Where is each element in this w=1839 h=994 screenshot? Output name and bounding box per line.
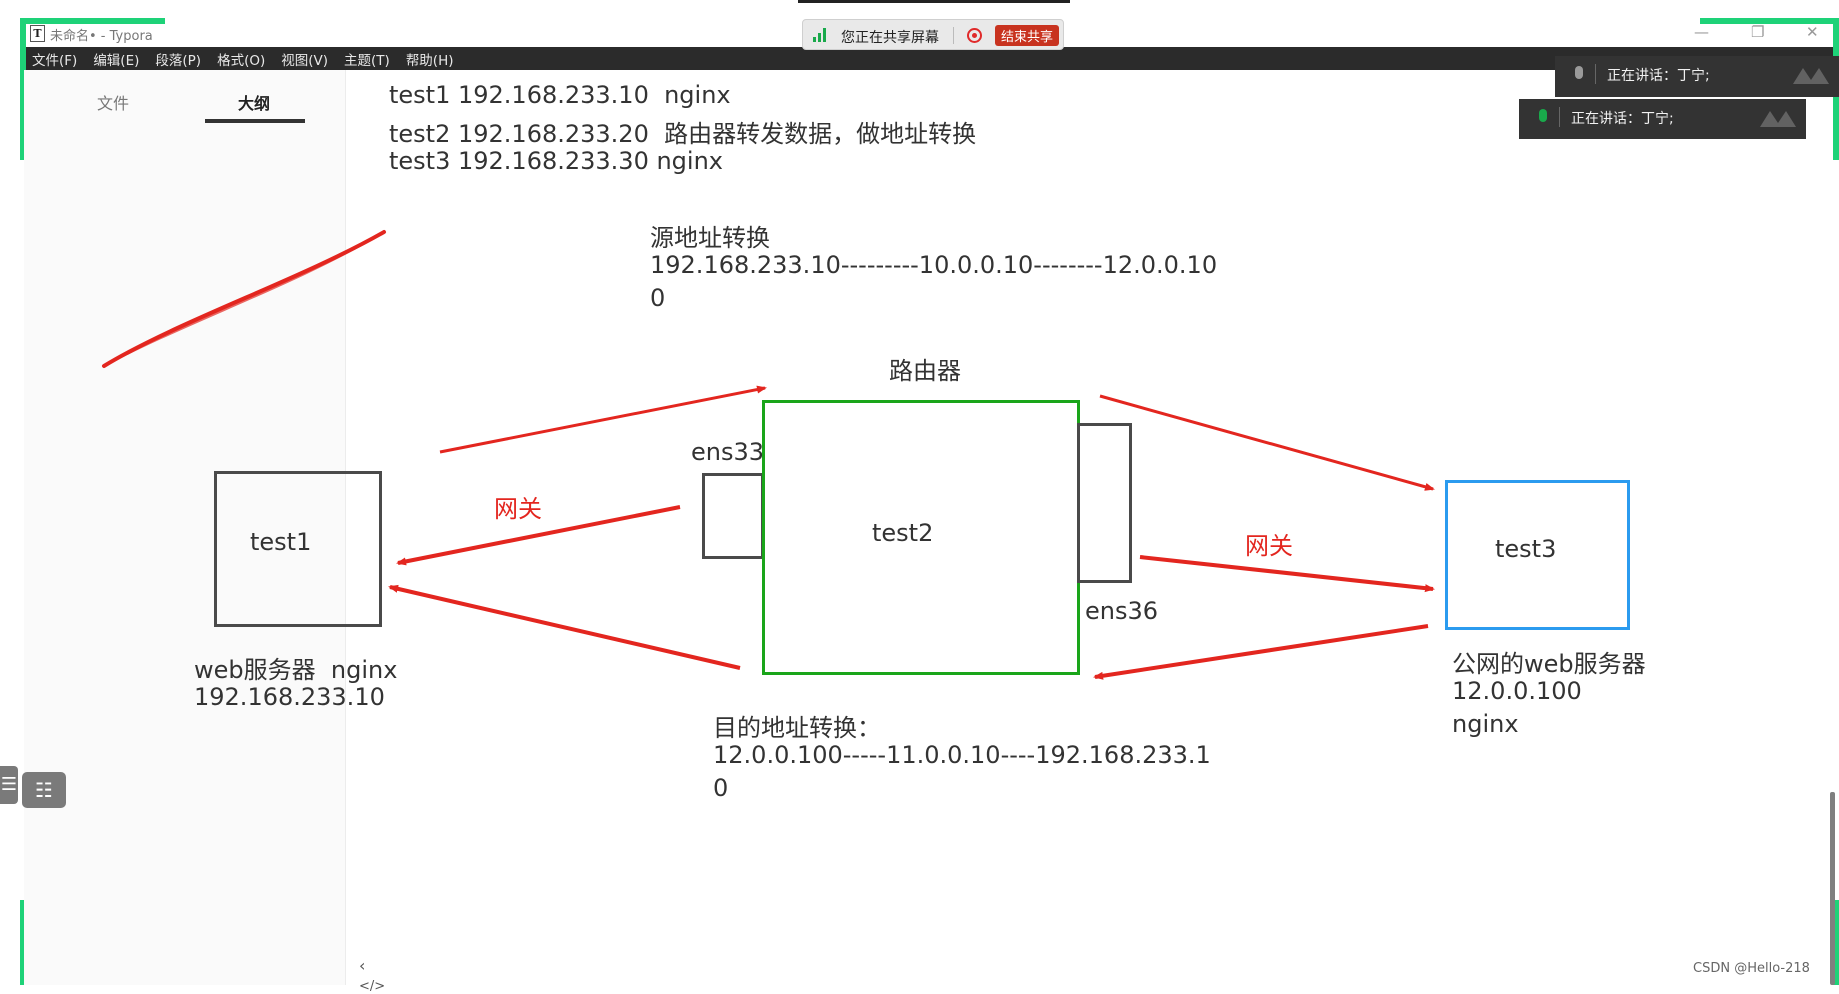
- outline-list-icon[interactable]: ☷: [22, 772, 66, 808]
- test3-service: nginx: [1452, 710, 1519, 738]
- record-icon: [967, 28, 982, 43]
- menu-view[interactable]: 视图(V): [281, 52, 329, 69]
- speaking-indicator: 正在讲话：丁宁;: [1519, 99, 1806, 139]
- iface-ens33-label: ens33: [691, 438, 765, 466]
- test3-label: test3: [1495, 535, 1557, 563]
- snat-path: 192.168.233.10---------10.0.0.10--------…: [650, 251, 1218, 279]
- meeting-logo-icon: [1760, 111, 1796, 127]
- test3-ip: 12.0.0.100: [1452, 677, 1582, 705]
- arrow-router-to-test3: [1099, 394, 1435, 491]
- share-bar-top-edge: [798, 0, 1070, 3]
- iface-ens36-label: ens36: [1085, 597, 1159, 625]
- test1-ip: 192.168.233.10: [194, 683, 385, 711]
- sidebar: 文件 大纲 ‹ </>: [24, 70, 385, 994]
- arrow-test1-to-router: [439, 385, 767, 454]
- microphone-icon: [1539, 109, 1547, 122]
- menu-theme[interactable]: 主题(T): [344, 52, 390, 69]
- snat-path-wrap: 0: [650, 284, 666, 312]
- doc-line-test2[interactable]: test2 192.168.233.20 路由器转发数据，做地址转换: [389, 120, 977, 148]
- menu-help[interactable]: 帮助(H): [405, 52, 454, 69]
- dnat-path: 12.0.0.100-----11.0.0.10----192.168.233.…: [713, 741, 1211, 769]
- arrow-return-to-test1: [388, 584, 741, 670]
- test2-label: test2: [872, 519, 934, 547]
- ens36-interface-box: [1077, 423, 1132, 583]
- doc-line-test3[interactable]: test3 192.168.233.30 nginx: [389, 147, 723, 175]
- share-frame-corner: [20, 900, 26, 985]
- speaking-text: 正在讲话：丁宁;: [1571, 111, 1674, 127]
- active-tab-indicator: [205, 119, 305, 123]
- menu-bar: 文件(F) 编辑(E) 段落(P) 格式(O) 视图(V) 主题(T) 帮助(H…: [24, 47, 1839, 70]
- close-button[interactable]: ✕: [1806, 23, 1819, 41]
- share-frame-corner: [20, 18, 165, 24]
- meeting-logo-icon: [1793, 68, 1829, 84]
- share-frame-corner: [1833, 900, 1839, 985]
- gateway-left-label: 网关: [494, 495, 542, 523]
- gateway-right-label: 网关: [1245, 532, 1293, 560]
- end-share-button[interactable]: 结束共享: [995, 25, 1060, 46]
- speaking-text: 正在讲话：丁宁;: [1607, 68, 1710, 84]
- arrow-router-to-test1: [396, 505, 681, 566]
- csdn-watermark: CSDN @Hello-218: [1693, 961, 1810, 976]
- window-title: 未命名• - Typora: [50, 29, 153, 44]
- menu-edit[interactable]: 编辑(E): [93, 52, 140, 69]
- chevron-left-icon[interactable]: ‹: [359, 956, 366, 975]
- outline-toggle-icon[interactable]: ☰: [0, 766, 18, 804]
- arrow-test3-to-router: [1093, 624, 1429, 680]
- menu-format[interactable]: 格式(O): [217, 52, 266, 69]
- share-frame-corner: [20, 18, 26, 160]
- snat-title: 源地址转换: [650, 224, 770, 252]
- share-frame-corner: [1700, 18, 1839, 24]
- test1-desc: web服务器 nginx: [194, 656, 398, 684]
- test1-label: test1: [250, 528, 312, 556]
- editor-scrollbar[interactable]: [1830, 792, 1835, 985]
- test3-desc: 公网的web服务器: [1452, 650, 1646, 678]
- minimize-button[interactable]: —: [1694, 23, 1709, 41]
- speaking-indicator: 正在讲话：丁宁;: [1555, 56, 1839, 97]
- typora-app-icon: T: [30, 25, 45, 42]
- dnat-title: 目的地址转换：: [713, 714, 881, 742]
- arrow-ens36-to-test3: [1139, 555, 1435, 593]
- doc-line-test1[interactable]: test1 192.168.233.10 nginx: [389, 81, 731, 109]
- router-title: 路由器: [889, 357, 961, 385]
- screen-share-bar: 您正在共享屏幕 结束共享: [802, 19, 1064, 50]
- tab-outline[interactable]: 大纲: [238, 94, 271, 113]
- share-status-text: 您正在共享屏幕: [841, 30, 939, 46]
- share-divider: [953, 27, 954, 44]
- signal-bars-icon: [813, 28, 829, 42]
- menu-paragraph[interactable]: 段落(P): [155, 52, 202, 69]
- menu-file[interactable]: 文件(F): [32, 52, 78, 69]
- test3-box: [1445, 480, 1630, 630]
- microphone-icon: [1575, 66, 1583, 79]
- dnat-path-wrap: 0: [713, 774, 729, 802]
- tab-files[interactable]: 文件: [97, 94, 130, 113]
- test1-box: [214, 471, 382, 627]
- maximize-button[interactable]: ❐: [1751, 23, 1765, 41]
